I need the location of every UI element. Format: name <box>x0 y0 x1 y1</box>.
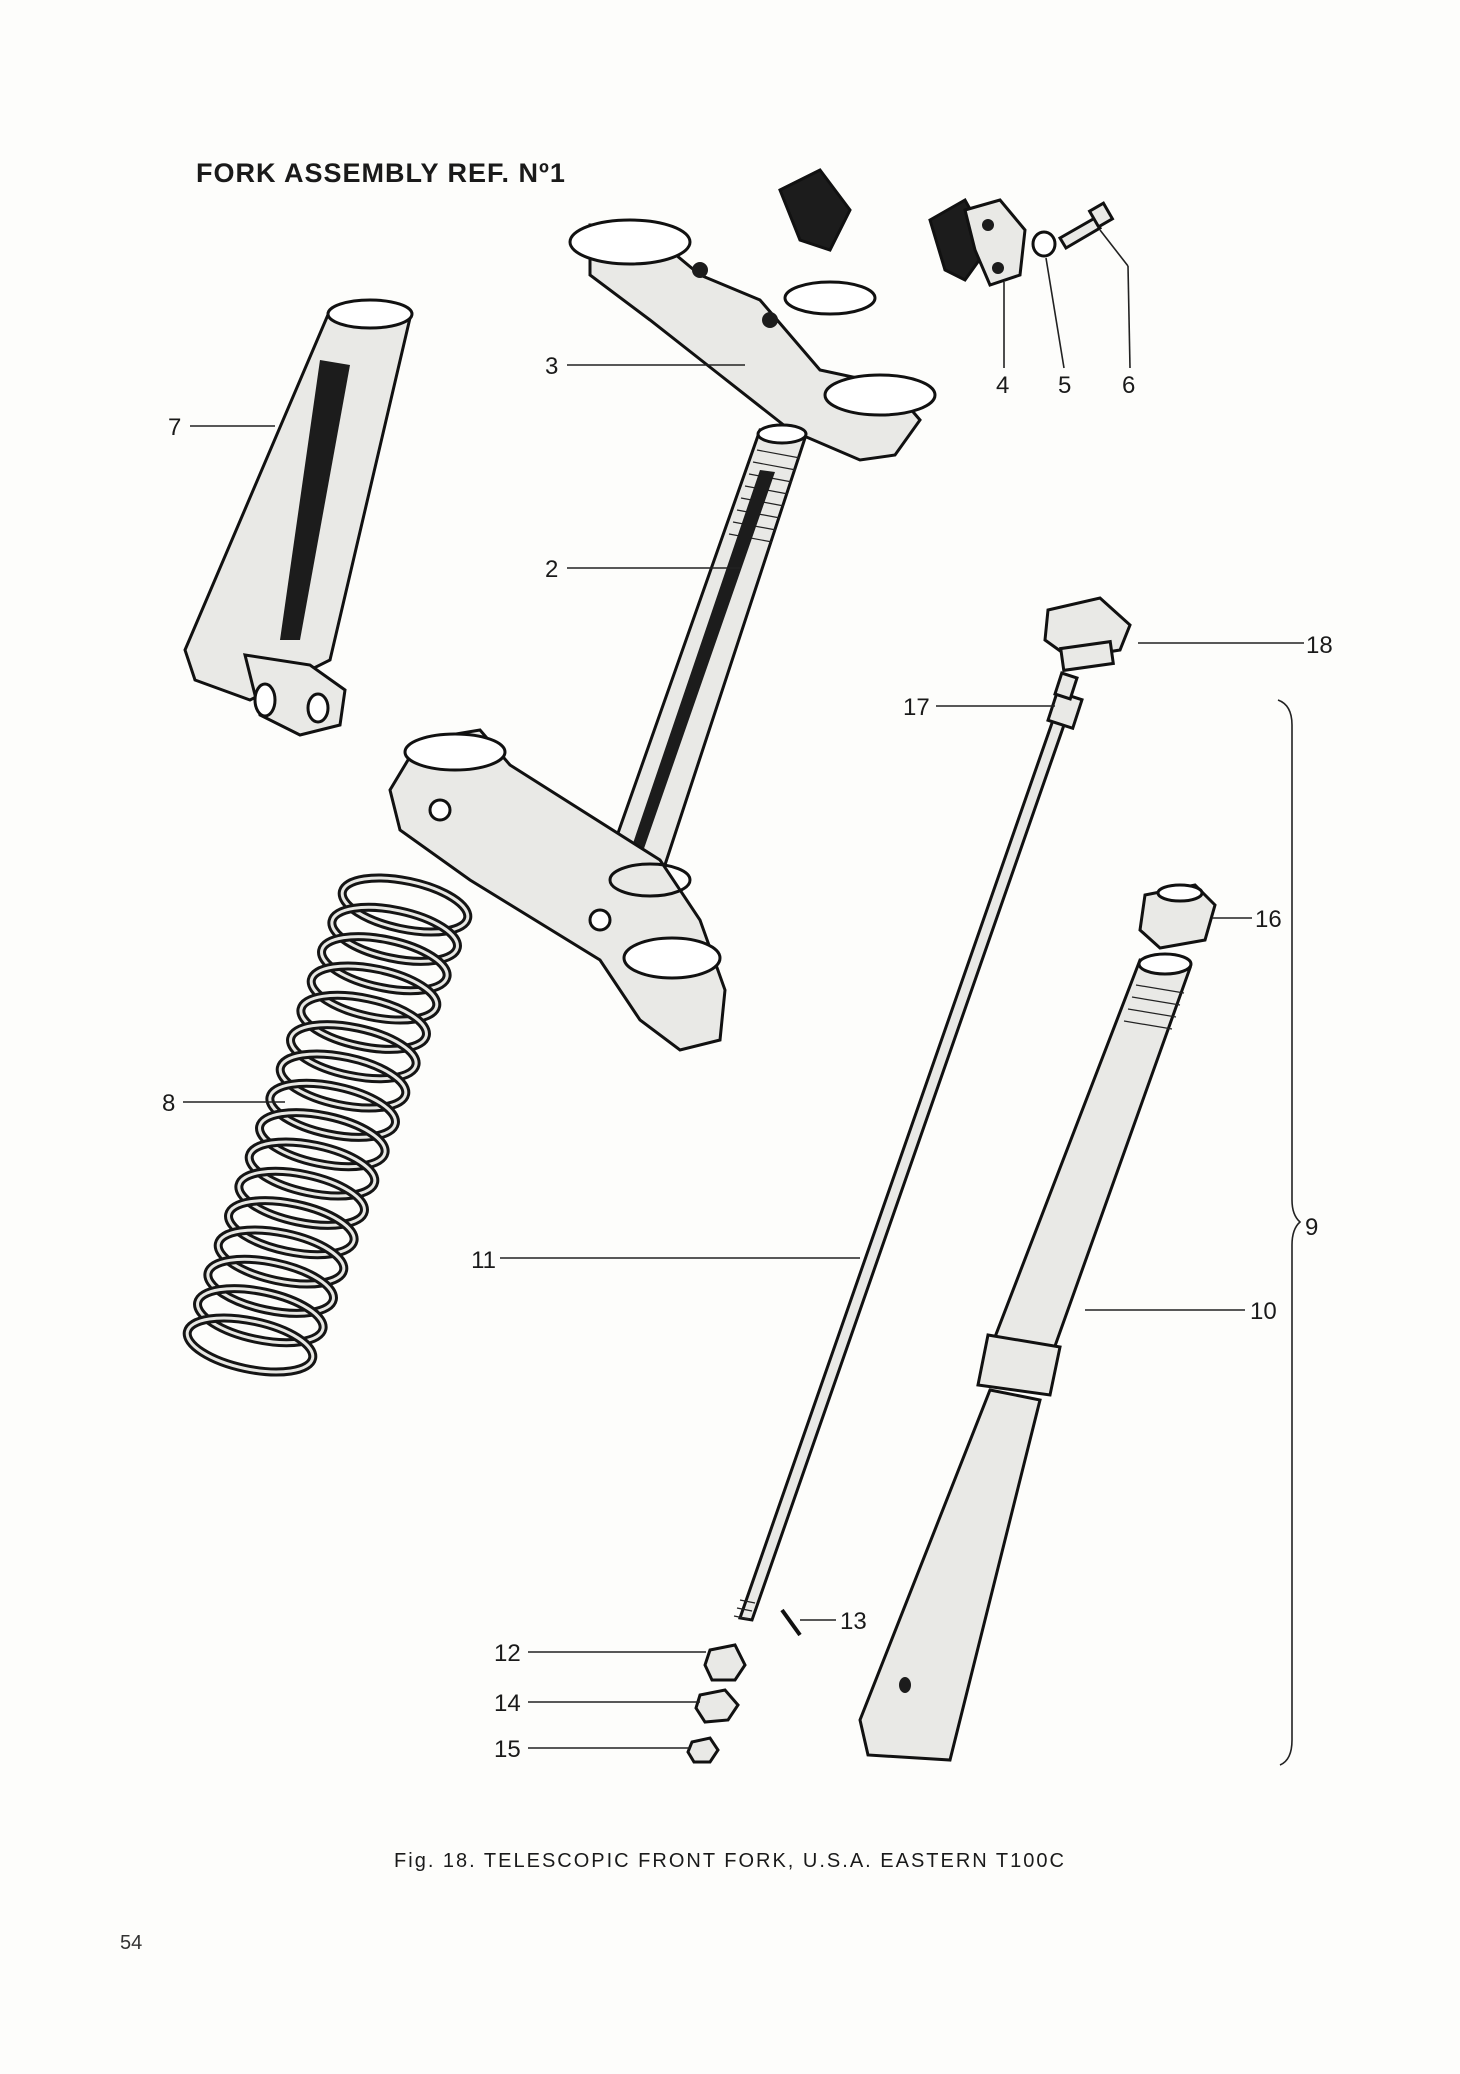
part-18-cap-nut <box>1043 596 1132 673</box>
spring-coil-highlight <box>185 1316 315 1374</box>
callout-6: 6 <box>1122 372 1135 399</box>
callout-2: 2 <box>545 556 558 583</box>
spring-coil-highlight <box>237 1169 366 1227</box>
callout-labels: 3 2 7 8 4 5 6 18 17 16 9 10 11 13 12 14 … <box>162 353 1333 1763</box>
spring-coil-highlight <box>206 1257 335 1315</box>
callout-10: 10 <box>1250 1298 1277 1325</box>
spring-coil-highlight <box>196 1287 325 1345</box>
spring-coil-highlight <box>278 1052 408 1110</box>
part-bottom-yoke <box>388 728 727 1052</box>
part-5-washer <box>1031 230 1057 258</box>
part-12-collar <box>703 1643 747 1682</box>
callout-12: 12 <box>494 1640 521 1667</box>
callout-8: 8 <box>162 1090 175 1117</box>
callout-13: 13 <box>840 1608 867 1635</box>
part-7-fork-shroud <box>183 298 414 737</box>
callout-9: 9 <box>1305 1214 1318 1241</box>
part-13-pin <box>780 1608 802 1637</box>
spring-coil-highlight <box>299 993 428 1051</box>
spring-coil-highlight <box>247 1140 377 1198</box>
callout-16: 16 <box>1255 906 1282 933</box>
part-17-damper-top <box>1046 671 1084 731</box>
spring-coil-highlight <box>289 1023 418 1081</box>
callout-7: 7 <box>168 414 181 441</box>
callout-17: 17 <box>903 694 930 721</box>
part-10-stanchion <box>858 952 1193 1762</box>
leader-lines <box>183 229 1304 1749</box>
callout-15: 15 <box>494 1736 521 1763</box>
spring-coil-highlight <box>320 935 449 993</box>
part-11-damper-rod <box>733 698 1075 1622</box>
spring-coil-highlight <box>258 1111 387 1169</box>
figure-caption: Fig. 18. TELESCOPIC FRONT FORK, U.S.A. E… <box>394 1850 1066 1872</box>
part-14-nut <box>694 1688 740 1724</box>
spring-coil-highlight <box>216 1228 346 1286</box>
part-15-locknut <box>686 1736 720 1764</box>
part-8-spring <box>182 873 473 1377</box>
callout-18: 18 <box>1306 632 1333 659</box>
spring-coil-highlight <box>268 1081 397 1139</box>
part-6-bolt <box>1057 201 1115 251</box>
callout-5: 5 <box>1058 372 1071 399</box>
callout-14: 14 <box>494 1690 521 1717</box>
part-3-top-yoke <box>568 168 992 462</box>
part-9-brace <box>1277 699 1302 1766</box>
spring-coil-highlight <box>227 1199 356 1257</box>
part-16-nut <box>1138 883 1217 950</box>
figure-title: FORK ASSEMBLY REF. Nº1 <box>196 158 566 188</box>
spring-coil-highlight <box>309 964 439 1022</box>
spring-coil-highlight <box>330 905 459 963</box>
part-2-stem <box>603 423 808 882</box>
callout-3: 3 <box>545 353 558 380</box>
spring-coil-highlight <box>340 876 470 934</box>
callout-11: 11 <box>471 1247 496 1274</box>
callout-4: 4 <box>996 372 1009 399</box>
part-4-clamp <box>963 198 1027 287</box>
page-number: 54 <box>120 1932 143 1954</box>
